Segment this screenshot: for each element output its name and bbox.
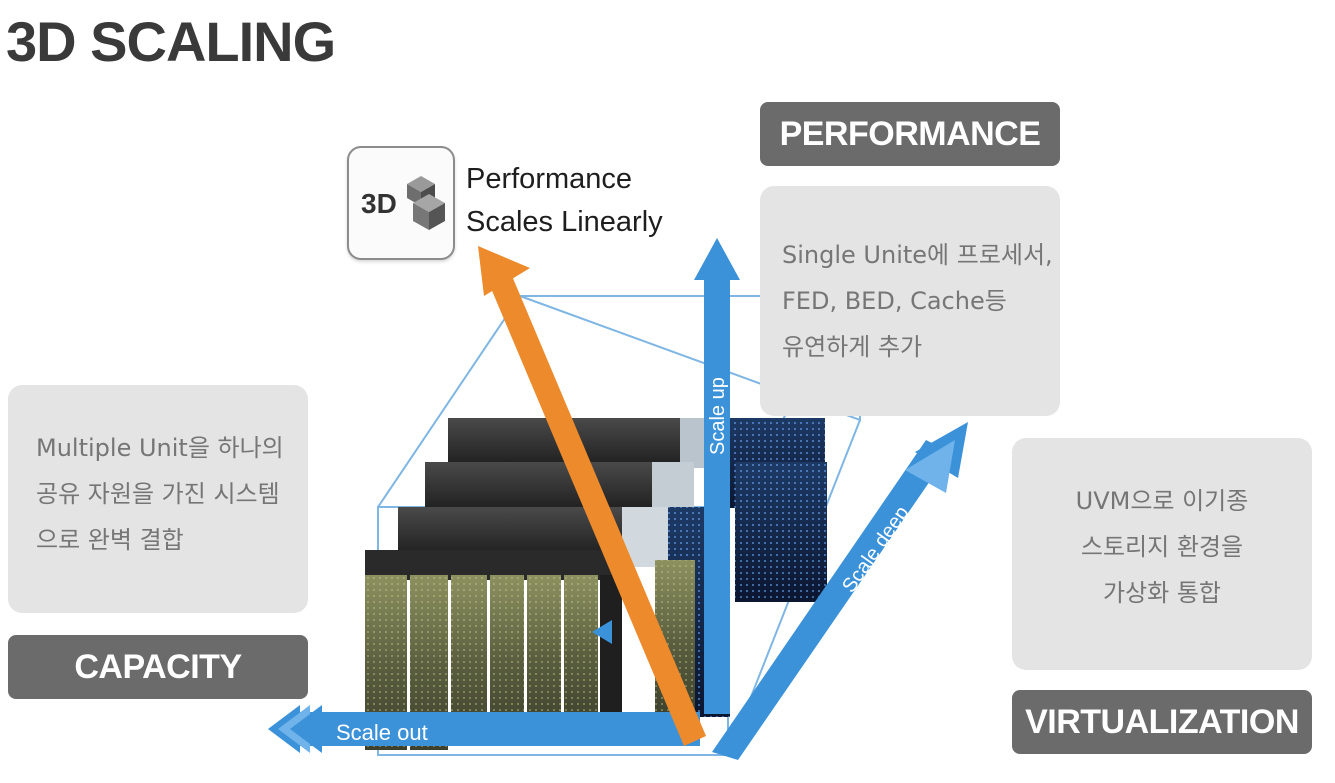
pointer-arrow-icon <box>592 620 612 644</box>
caption-line-1: Performance <box>466 163 633 195</box>
capacity-label: CAPACITY <box>8 635 308 699</box>
caption-line-2: Scales Linearly <box>466 206 663 238</box>
linear-performance-arrow <box>478 246 706 746</box>
capacity-desc-line-1: Multiple Unit을 하나의 <box>36 434 284 462</box>
badge-text: 3D <box>361 188 397 219</box>
performance-description: Single Unite에 프로세서, FED, BED, Cache등 유연하… <box>760 186 1060 416</box>
virtualization-desc-line-2: 스토리지 환경을 <box>1080 533 1244 561</box>
virtualization-desc-line-1: UVM으로 이기종 <box>1075 487 1249 515</box>
performance-caption: Performance Scales Linearly <box>466 158 663 244</box>
performance-desc-line-3: 유연하게 추가 <box>782 333 923 361</box>
capacity-desc-line-2: 공유 자원을 가진 시스템 <box>36 480 280 508</box>
capacity-desc-line-3: 으로 완벽 결합 <box>36 526 184 554</box>
performance-desc-line-2: FED, BED, Cache등 <box>782 287 1007 315</box>
page-title: 3D SCALING <box>6 10 336 73</box>
virtualization-description: UVM으로 이기종 스토리지 환경을 가상화 통합 <box>1012 438 1312 670</box>
3d-badge: 3D <box>347 146 455 260</box>
capacity-description: Multiple Unit을 하나의 공유 자원을 가진 시스템 으로 완벽 결… <box>8 385 308 613</box>
scale-deep-arrow <box>712 422 968 760</box>
virtualization-desc-line-3: 가상화 통합 <box>1102 579 1222 607</box>
virtualization-label: VIRTUALIZATION <box>1012 690 1312 754</box>
scale-up-label: Scale up <box>707 377 729 455</box>
performance-label: PERFORMANCE <box>760 102 1060 166</box>
scale-out-arrow <box>268 705 700 753</box>
scale-up-arrow <box>694 238 740 714</box>
performance-desc-line-1: Single Unite에 프로세서, <box>782 241 1053 269</box>
stacked-cubes-icon <box>407 176 445 230</box>
scale-out-label: Scale out <box>336 720 428 745</box>
